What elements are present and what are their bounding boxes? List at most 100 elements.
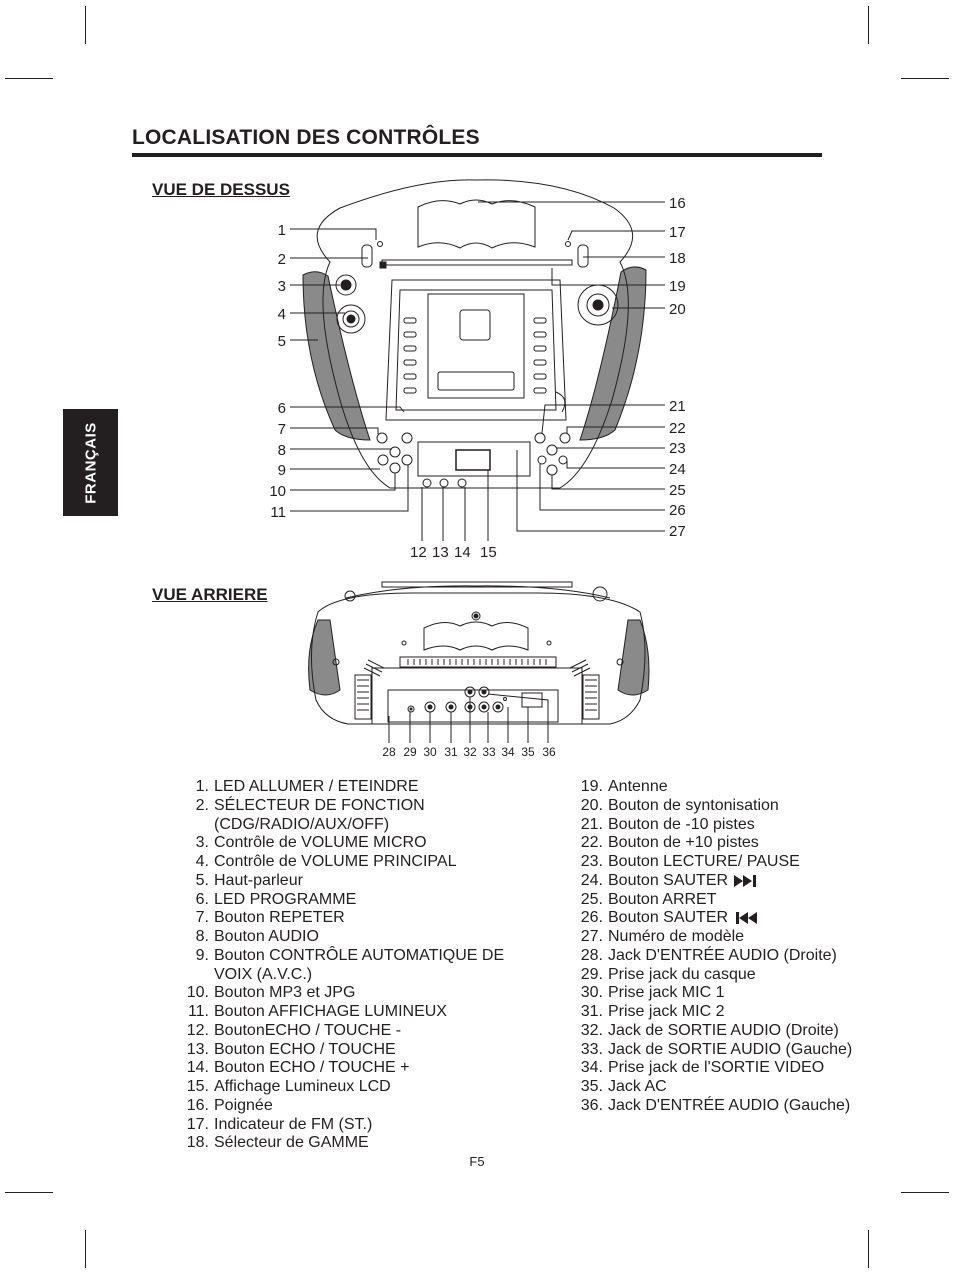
legend-item-text: Jack de SORTIE AUDIO (Gauche): [608, 1040, 853, 1058]
legend-item: 17. Indicateur de FM (ST.): [183, 1116, 504, 1135]
skip-next-icon: [734, 874, 757, 887]
legend-item-number: 1.: [195, 778, 209, 795]
legend-item-number: 32.: [580, 1021, 603, 1039]
legend-item-number: 33.: [580, 1040, 603, 1058]
callout: 18: [669, 250, 686, 267]
language-tab: FRANÇAIS: [63, 409, 118, 516]
callout: 5: [278, 333, 286, 350]
legend-item: 24.Bouton SAUTER: [577, 872, 852, 891]
legend-item: 10. Bouton MP3 et JPG: [183, 984, 504, 1003]
callout: 16: [669, 195, 686, 212]
legend-item-text: LED ALLUMER / ETEINDRE: [214, 778, 419, 795]
rear-view-illustration: [308, 581, 650, 725]
top-view-callouts: 1 2 3 4 5 6 7 8 9 10 11 16 17 18 19 20 2…: [269, 195, 685, 561]
legend-list-left: 1. LED ALLUMER / ETEINDRE 2.SÉLECTEUR DE F…: [183, 778, 504, 1153]
legend-item: 28. Jack D'ENTRÉE AUDIO (Droite): [577, 947, 852, 966]
legend-item: 32.Jack de SORTIE AUDIO (Droite): [577, 1022, 852, 1041]
legend-item-text: Bouton LECTURE/ PAUSE: [608, 853, 800, 870]
legend-item-number: 13.: [186, 1040, 209, 1058]
callout: 29: [403, 745, 417, 759]
legend-item-number: 26.: [580, 909, 603, 927]
legend-item-text: Jack D'ENTRÉE AUDIO (Droite): [608, 946, 837, 964]
legend-item-text: Bouton ARRET: [608, 890, 717, 908]
legend-item-number: 7.: [195, 909, 209, 927]
legend-item: 2.SÉLECTEUR DE FONCTION(CDG/RADIO/AUX/OF…: [183, 797, 504, 835]
legend-item-number: 20.: [580, 796, 603, 814]
crop-mark: [901, 78, 949, 79]
callout: 26: [669, 502, 686, 519]
legend-item-text: Bouton de +10 pistes: [608, 834, 759, 852]
legend-item: 30.Prise jack MIC 1: [577, 984, 852, 1003]
legend-item-text: Bouton de -10 pistes: [608, 815, 755, 833]
legend-item-number: 34.: [580, 1059, 603, 1077]
legend-item-number: 14.: [186, 1059, 209, 1077]
crop-mark: [868, 1230, 869, 1268]
legend-item-number: 24.: [580, 871, 603, 889]
callout: 31: [444, 745, 458, 759]
legend-item: 36.Jack D'ENTRÉE AUDIO (Gauche): [577, 1097, 852, 1116]
callout: 22: [669, 420, 686, 437]
legend-item-text: Antenne: [608, 778, 668, 795]
legend-item-text: Bouton CONTRÔLE AUTOMATIQUE DE: [214, 946, 505, 964]
callout: 20: [669, 301, 686, 318]
rear-view-leader-lines: [388, 693, 549, 743]
callout: 25: [669, 482, 686, 499]
legend-item: 23. Bouton LECTURE/ PAUSE: [577, 853, 852, 872]
callout: 36: [542, 745, 556, 759]
legend-item: 29.Prise jack du casque: [577, 966, 852, 985]
legend-item: 4.Contrôle de VOLUME PRINCIPAL: [183, 853, 504, 872]
legend-item: 21.Bouton de -10 pistes: [577, 816, 852, 835]
legend-item-number: 8.: [195, 928, 209, 945]
callout: 33: [482, 745, 496, 759]
device-diagrams: 1 2 3 4 5 6 7 8 9 10 11 16 17 18 19 20 2…: [269, 179, 686, 759]
legend-item-number: 23.: [580, 853, 603, 870]
top-view-illustration: [302, 179, 647, 489]
legend-item-text: Affichage Lumineux LCD: [214, 1078, 391, 1095]
legend-item-number: 11.: [187, 1003, 209, 1020]
legend-item: 7.Bouton REPETER: [183, 909, 504, 928]
legend-item-text: Bouton de syntonisation: [608, 796, 779, 814]
callout: 34: [501, 745, 515, 759]
legend-item: 12.BoutonECHO / TOUCHE -: [183, 1022, 504, 1041]
crop-mark: [5, 1192, 53, 1193]
legend-item-number: 12.: [186, 1021, 209, 1039]
legend-item-number: 17.: [186, 1115, 209, 1133]
legend-item: 11.Bouton AFFICHAGE LUMINEUX: [183, 1003, 504, 1022]
legend-item-text: Numéro de modèle: [608, 928, 745, 945]
crop-mark: [85, 1230, 86, 1268]
legend-item-number: 30.: [580, 984, 603, 1002]
callout: 15: [480, 544, 497, 561]
legend-item: 27. Numéro de modèle: [577, 928, 852, 947]
legend-item-number: 18.: [186, 1134, 209, 1152]
legend-item-text: Bouton MP3 et JPG: [214, 984, 356, 1002]
callout: 21: [669, 398, 686, 415]
legend-item-number: 6.: [195, 890, 209, 908]
legend-item-number: 27.: [580, 928, 603, 945]
legend-item-number: 5.: [195, 871, 209, 889]
title-rule: [132, 153, 822, 157]
legend-item: 13.Bouton ECHO / TOUCHE: [183, 1041, 504, 1060]
legend-item-text: Indicateur de FM (ST.): [214, 1115, 373, 1133]
legend-item: 26.Bouton SAUTER: [577, 909, 852, 928]
legend-item-number: 15.: [186, 1078, 209, 1095]
callout: 13: [432, 544, 449, 561]
callout: 6: [278, 400, 286, 417]
legend-item-number: 10.: [186, 984, 209, 1002]
legend-item: 31.Prise jack MIC 2: [577, 1003, 852, 1022]
top-view-label: VUE DE DESSUS: [152, 180, 290, 199]
callout: 35: [521, 745, 535, 759]
callout: 17: [669, 224, 686, 241]
callout: 14: [454, 544, 471, 561]
legend-item-text-continued: (CDG/RADIO/AUX/OFF): [214, 815, 390, 833]
legend-item-number: 28.: [580, 946, 603, 964]
crop-mark: [85, 6, 86, 44]
legend-item: 6.LED PROGRAMME: [183, 891, 504, 910]
legend-item-text: SÉLECTEUR DE FONCTION: [214, 796, 425, 814]
callout: 19: [669, 278, 686, 295]
legend-item-text-continued: VOIX (A.V.C.): [214, 965, 313, 983]
callout: 11: [270, 504, 286, 521]
legend-item: 14.Bouton ECHO / TOUCHE +: [183, 1059, 504, 1078]
legend-item: 16.Poignée: [183, 1097, 504, 1116]
legend-item-number: 9.: [195, 946, 209, 964]
